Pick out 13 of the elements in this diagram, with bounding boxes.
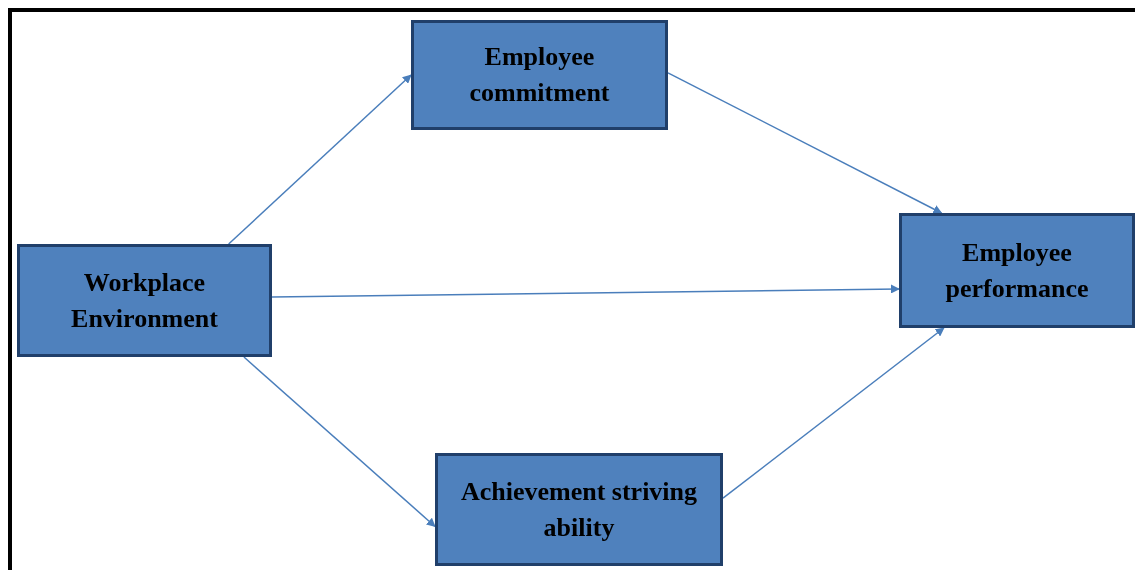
box-label: Workplace Environment — [70, 266, 219, 335]
arrow — [722, 327, 945, 499]
arrow — [243, 356, 436, 528]
box-label: Employee performance — [944, 236, 1090, 305]
arrow — [667, 72, 943, 214]
concept-box — [435, 453, 723, 566]
concept-box — [411, 20, 668, 130]
arrow — [227, 74, 412, 245]
box-label: Achievement striving ability — [459, 475, 699, 544]
concept-box — [899, 213, 1135, 328]
box-label: Employee commitment — [468, 41, 611, 109]
concept-box — [17, 244, 272, 357]
arrow — [271, 284, 900, 298]
